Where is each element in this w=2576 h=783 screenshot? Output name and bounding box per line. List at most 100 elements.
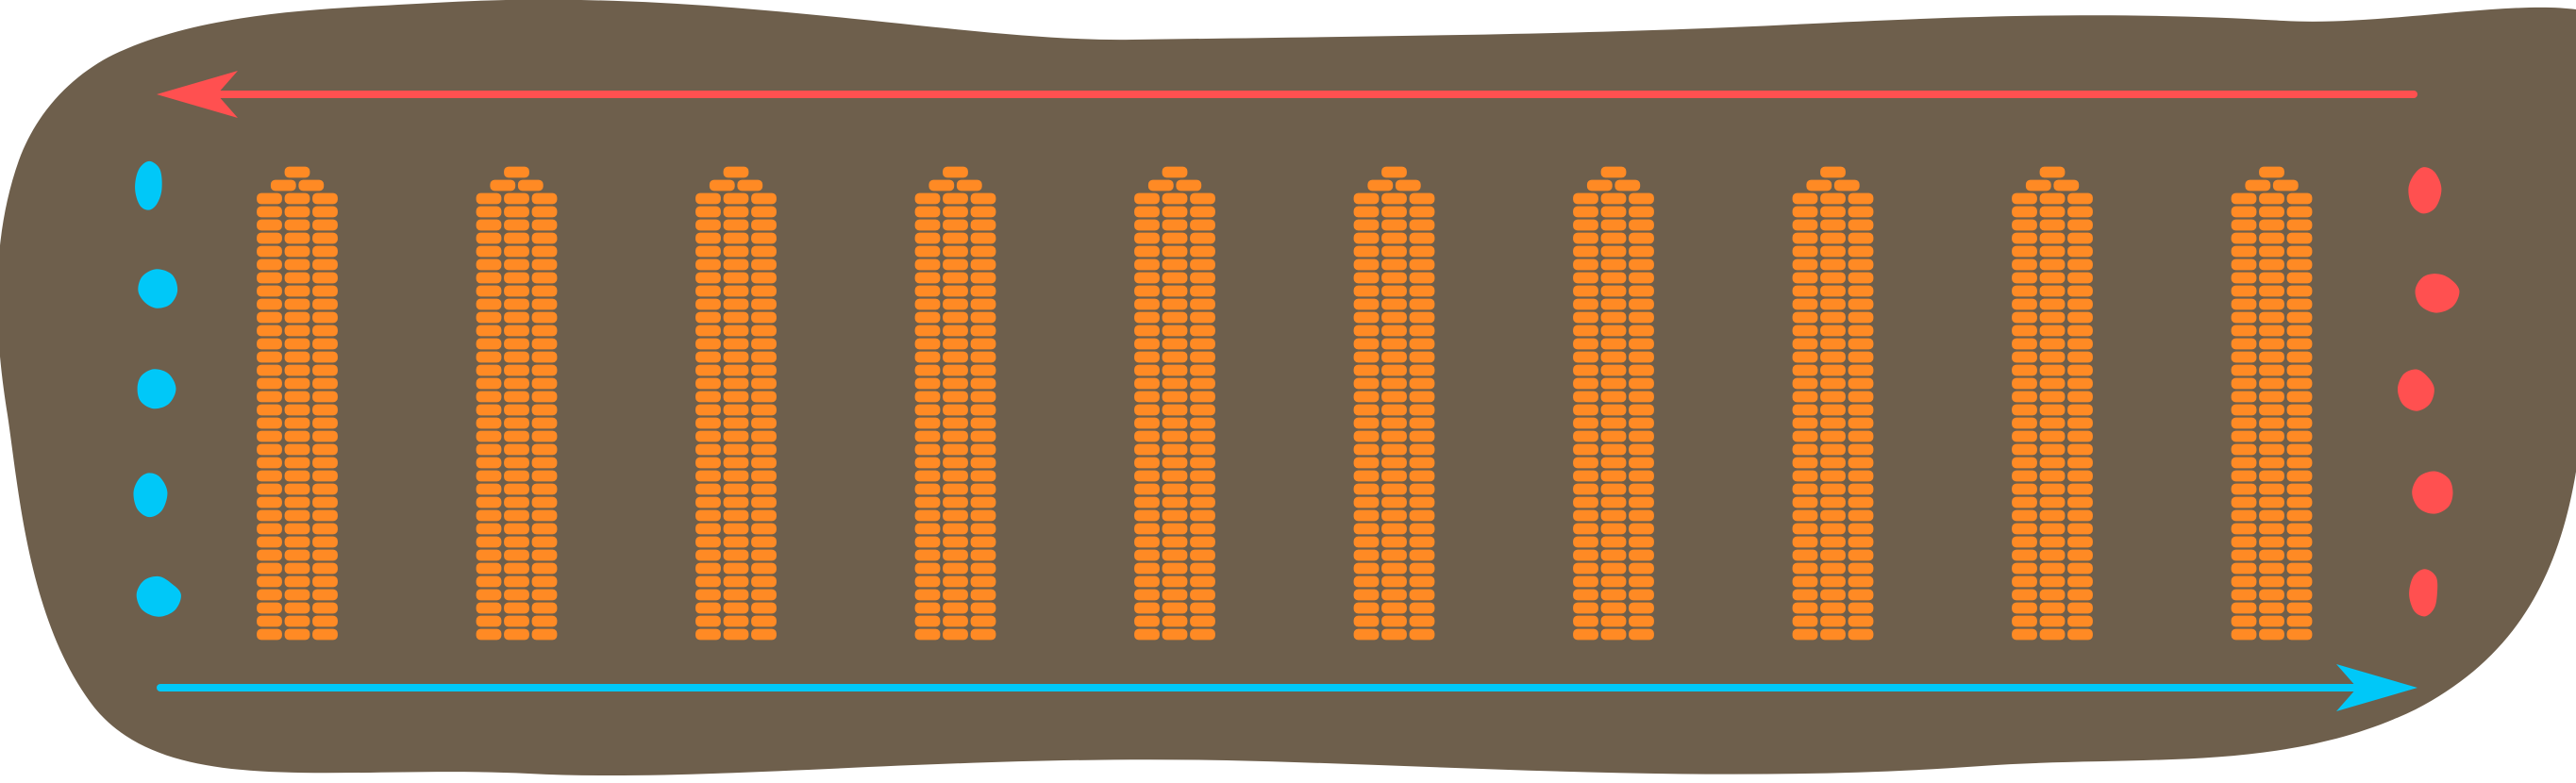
- column-cell: [694, 350, 723, 364]
- column-cell: [1188, 297, 1217, 311]
- column-cell: [2038, 363, 2066, 377]
- column-cell: [530, 231, 559, 245]
- column-cell: [694, 337, 723, 351]
- column-cell: [2038, 469, 2066, 483]
- column-cell: [1188, 495, 1217, 509]
- column-cell: [2230, 508, 2258, 523]
- column-cell: [310, 548, 340, 562]
- column-cell: [969, 456, 997, 470]
- column-cell: [749, 614, 778, 628]
- column-cell: [1847, 601, 1875, 615]
- column-8: [1791, 165, 1875, 641]
- column-cell: [1408, 297, 1436, 311]
- column-cell: [1818, 350, 1848, 364]
- column-cell: [2038, 614, 2066, 628]
- column-cell: [255, 297, 284, 311]
- column-cell: [1408, 271, 1436, 285]
- column-9: [2010, 165, 2095, 641]
- column-cell: [1571, 324, 1600, 338]
- column-cell: [1380, 548, 1409, 562]
- column-cell: [941, 258, 970, 272]
- column-cell: [941, 575, 970, 589]
- column-cell: [1188, 575, 1217, 589]
- column-cell: [1571, 429, 1600, 443]
- column-cell: [969, 601, 997, 615]
- column-cell: [1791, 601, 1819, 615]
- column-cell: [1408, 416, 1436, 430]
- column-cell: [255, 310, 284, 325]
- column-cell: [1791, 192, 1819, 206]
- column-cell: [2285, 482, 2314, 496]
- column-cell: [2257, 205, 2286, 219]
- column-cell: [1352, 588, 1380, 602]
- column-cell: [749, 390, 778, 404]
- column-cell: [1599, 363, 1628, 377]
- column-cell: [1847, 627, 1875, 641]
- column-cell: [1188, 337, 1217, 351]
- column-cell: [1627, 627, 1656, 641]
- column-cell: [1380, 601, 1409, 615]
- column-cell: [1571, 231, 1600, 245]
- column-cell: [1627, 601, 1656, 615]
- column-cell: [1599, 337, 1628, 351]
- column-cell: [1408, 350, 1436, 364]
- column-cell: [269, 178, 297, 192]
- column-cell: [941, 522, 970, 536]
- column-cell: [1627, 192, 1656, 206]
- column-7: [1571, 165, 1656, 641]
- column-cell: [1571, 271, 1600, 285]
- column-cell: [255, 271, 284, 285]
- column-cell: [2285, 297, 2314, 311]
- column-cell: [283, 561, 311, 575]
- column-cell: [1571, 297, 1600, 311]
- column-cell: [1161, 416, 1189, 430]
- column-cell: [969, 271, 997, 285]
- column-cell: [913, 337, 942, 351]
- column-cell: [694, 271, 723, 285]
- column-cell: [969, 495, 997, 509]
- column-cell: [1791, 548, 1819, 562]
- column-cell: [310, 403, 340, 417]
- column-cell: [1818, 575, 1848, 589]
- column-cell: [1599, 416, 1628, 430]
- column-cell: [1818, 390, 1848, 404]
- column-cell: [2230, 231, 2258, 245]
- column-10: [2230, 165, 2314, 641]
- column-3: [694, 165, 778, 641]
- column-cell: [1571, 244, 1600, 258]
- column-cell: [2038, 548, 2066, 562]
- column-cell: [2066, 376, 2095, 391]
- column-cell: [1791, 508, 1819, 523]
- left-particle: [138, 269, 178, 308]
- column-cell: [1188, 588, 1217, 602]
- column-cell: [749, 429, 778, 443]
- column-cell: [475, 456, 503, 470]
- column-cell: [530, 192, 559, 206]
- column-cell: [310, 508, 340, 523]
- column-cell: [1571, 469, 1600, 483]
- column-cell: [2066, 614, 2095, 628]
- column-cell: [913, 442, 942, 457]
- column-cell: [2230, 495, 2258, 509]
- column-cell: [1132, 614, 1162, 628]
- column-cell: [1188, 258, 1217, 272]
- column-cell: [1847, 363, 1875, 377]
- column-cell: [722, 535, 750, 549]
- column-cell: [913, 258, 942, 272]
- column-cell: [694, 588, 723, 602]
- column-cell: [283, 535, 311, 549]
- column-cell: [1627, 535, 1656, 549]
- column-cell: [1380, 614, 1409, 628]
- column-cell: [749, 508, 778, 523]
- column-cell: [1132, 469, 1162, 483]
- column-cell: [2010, 297, 2039, 311]
- column-cell: [722, 614, 750, 628]
- column-cell: [2038, 561, 2066, 575]
- column-cell: [913, 192, 942, 206]
- column-cell: [913, 456, 942, 470]
- column-cell: [941, 429, 970, 443]
- column-cell: [2285, 601, 2314, 615]
- column-cell: [941, 337, 970, 351]
- column-cell: [530, 601, 559, 615]
- column-cell: [1627, 205, 1656, 219]
